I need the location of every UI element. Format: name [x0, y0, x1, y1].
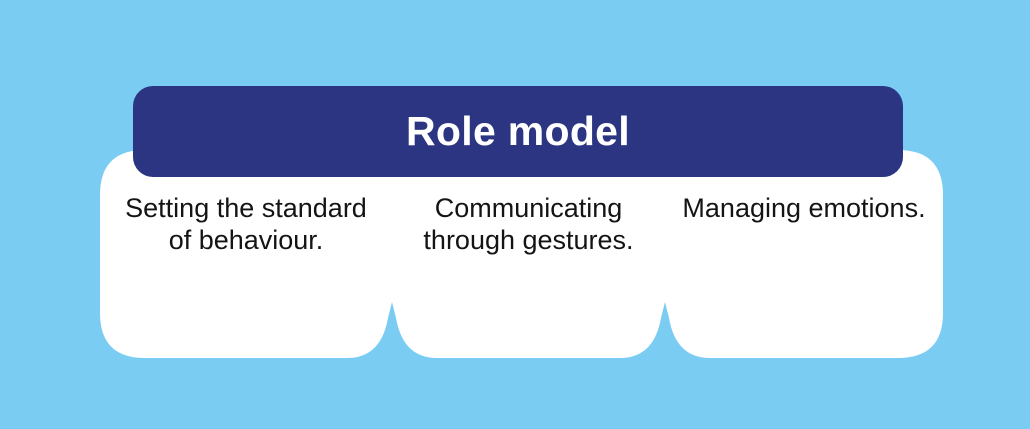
header-bar: Role model	[133, 86, 903, 177]
columns-container: Setting the standard of behaviour. Commu…	[100, 192, 943, 312]
column-text-0: Setting the standard of behaviour.	[125, 193, 367, 255]
column-managing-emotions: Managing emotions.	[665, 192, 943, 224]
column-text-2: Managing emotions.	[682, 193, 926, 223]
page-title: Role model	[406, 108, 630, 154]
column-setting-the-standard: Setting the standard of behaviour.	[100, 192, 392, 256]
column-text-1: Communicating through gestures.	[423, 193, 634, 255]
lobe-panel-path	[100, 150, 943, 358]
column-communicating-through-gestures: Communicating through gestures.	[392, 192, 665, 256]
